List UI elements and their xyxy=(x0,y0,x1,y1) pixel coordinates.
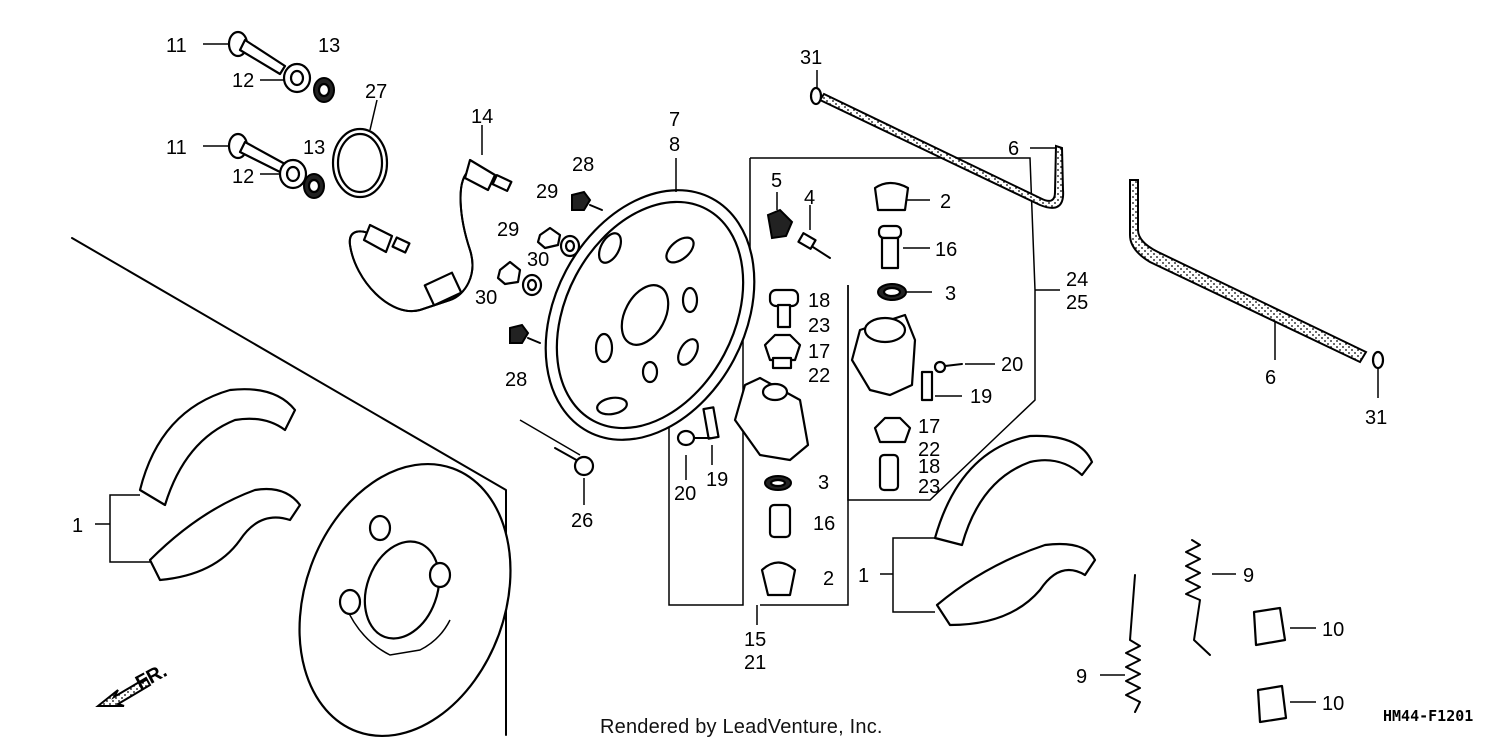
callout-20: 20 xyxy=(1001,354,1023,376)
callout-18: 18 xyxy=(808,290,830,312)
callout-2: 2 xyxy=(823,568,834,590)
callout-9: 9 xyxy=(1243,565,1254,587)
callout-26: 26 xyxy=(571,510,593,532)
leader-lines xyxy=(203,43,1379,703)
callout-1: 1 xyxy=(858,565,869,587)
callout-21: 21 xyxy=(744,652,766,674)
callout-24: 24 xyxy=(1066,269,1088,291)
callout-6: 6 xyxy=(1008,138,1019,160)
breather-hose-upper xyxy=(809,86,1065,209)
callout-4: 4 xyxy=(804,187,815,209)
brake-backing-plate xyxy=(544,158,756,441)
render-credit: Rendered by LeadVenture, Inc. xyxy=(600,716,883,738)
callout-14: 14 xyxy=(471,106,493,128)
callout-25: 25 xyxy=(1066,292,1088,314)
callout-12: 12 xyxy=(232,166,254,188)
retaining-clips xyxy=(1252,606,1288,724)
background-plane xyxy=(71,237,507,736)
mounting-bolt xyxy=(554,447,595,505)
callout-19: 19 xyxy=(970,386,992,408)
callout-3: 3 xyxy=(945,283,956,305)
brake-drum-panel xyxy=(298,462,512,738)
callout-22: 22 xyxy=(808,365,830,387)
callout-31: 31 xyxy=(800,47,822,69)
callout-28: 28 xyxy=(505,369,527,391)
callout-9: 9 xyxy=(1076,666,1087,688)
callout-18: 18 xyxy=(918,456,940,478)
callout-13: 13 xyxy=(303,137,325,159)
callout-8: 8 xyxy=(669,134,680,156)
callout-22: 22 xyxy=(918,439,940,461)
callout-30: 30 xyxy=(475,287,497,309)
callout-19: 19 xyxy=(706,469,728,491)
bleeder-screw-set-lower xyxy=(227,132,325,199)
brake-shoes-right xyxy=(933,434,1097,627)
callout-3: 3 xyxy=(818,472,829,494)
nuts-and-bolts xyxy=(496,190,603,344)
callout-2: 2 xyxy=(940,191,951,213)
callout-20: 20 xyxy=(674,483,696,505)
callout-29: 29 xyxy=(497,219,519,241)
callout-27: 27 xyxy=(365,81,387,103)
callout-31: 31 xyxy=(1365,407,1387,429)
callout-10: 10 xyxy=(1322,693,1344,715)
callout-numbers: 11 12 13 11 12 13 27 14 28 29 29 30 30 2… xyxy=(72,35,1387,715)
callout-10: 10 xyxy=(1322,619,1344,641)
callout-13: 13 xyxy=(318,35,340,57)
callout-1: 1 xyxy=(72,515,83,537)
return-springs xyxy=(1125,539,1211,713)
callout-11: 11 xyxy=(166,137,187,159)
callout-23: 23 xyxy=(918,476,940,498)
diagram-code: HM44-F1201 xyxy=(1383,707,1474,725)
callout-5: 5 xyxy=(771,170,782,192)
callout-17: 17 xyxy=(918,416,940,438)
o-ring xyxy=(331,99,389,199)
callout-28: 28 xyxy=(572,154,594,176)
brake-pipe xyxy=(348,125,513,313)
callout-30: 30 xyxy=(527,249,549,271)
breather-hose-lower xyxy=(1129,179,1385,370)
callout-7: 7 xyxy=(669,109,680,131)
brake-shoes-left xyxy=(138,388,302,582)
wheel-cylinder-left xyxy=(676,288,810,597)
callout-23: 23 xyxy=(808,315,830,337)
callout-29: 29 xyxy=(536,181,558,203)
wheel-cylinder-right xyxy=(766,181,963,492)
callout-11: 11 xyxy=(166,35,187,57)
callout-16: 16 xyxy=(935,239,957,261)
callout-12: 12 xyxy=(232,70,254,92)
callout-6: 6 xyxy=(1265,367,1276,389)
callout-17: 17 xyxy=(808,341,830,363)
callout-16: 16 xyxy=(813,513,835,535)
front-direction-arrow-icon xyxy=(95,676,152,707)
bleeder-screw-set-upper xyxy=(227,30,335,103)
callout-15: 15 xyxy=(744,629,766,651)
